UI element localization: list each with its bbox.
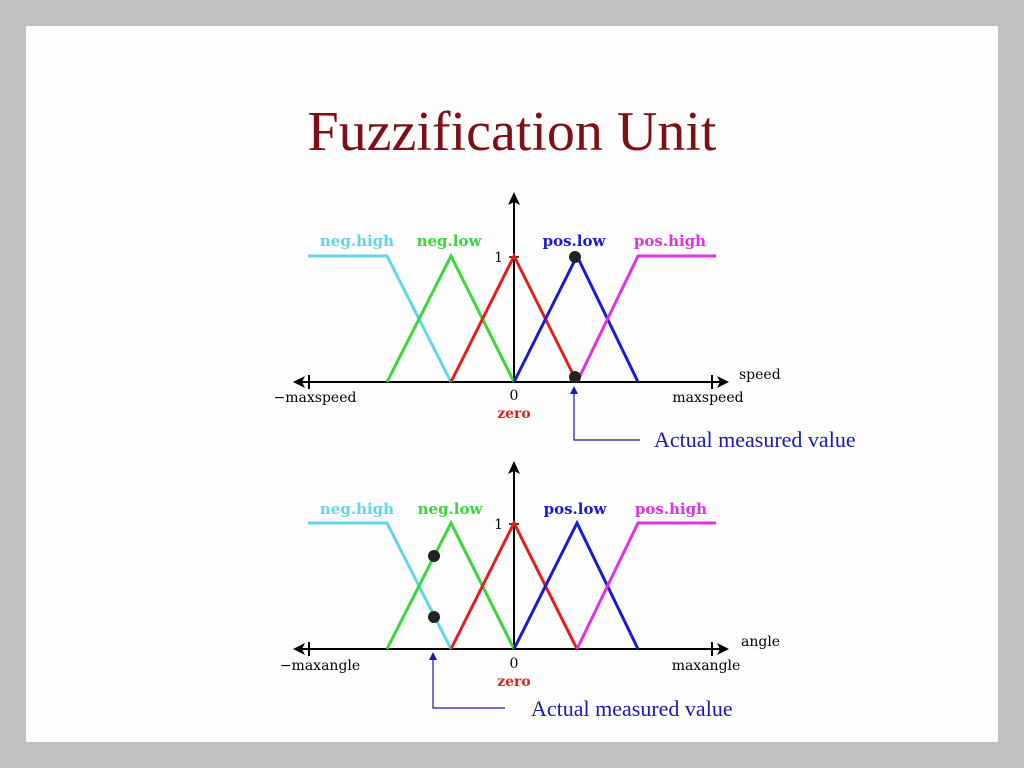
speed-diagram: neg.high neg.low pos.low pos.high 1 0 ze…: [274, 192, 856, 452]
speed-label-one: 1: [494, 250, 503, 266]
angle-neg-low-point: [428, 550, 440, 562]
angle-pointer-line: [432, 660, 505, 709]
speed-label-zero-tick: 0: [510, 388, 519, 404]
speed-pointer-line: [573, 393, 640, 441]
angle-pos-low-curve: [512, 519, 640, 650]
angle-x-axis-left-arrow: [293, 643, 305, 655]
speed-pos-high-curve: [575, 254, 716, 383]
speed-caption: Actual measured value: [654, 427, 856, 452]
angle-label-zero: zero: [497, 674, 531, 690]
angle-label-zero-tick: 0: [510, 656, 519, 672]
speed-label-pos-low: pos.low: [543, 232, 607, 250]
angle-diagram: neg.high neg.low pos.low pos.high 1 0 ze…: [280, 461, 780, 721]
speed-membership-point: [569, 251, 581, 263]
speed-label-min: −maxspeed: [274, 390, 357, 406]
angle-y-axis-arrow: [508, 461, 520, 474]
speed-neg-low-curve: [385, 252, 516, 383]
speed-y-axis-arrow: [508, 192, 520, 205]
angle-caption: Actual measured value: [531, 696, 733, 721]
speed-x-axis-left-arrow: [293, 376, 305, 388]
slide: [26, 26, 998, 742]
angle-neg-high-point: [428, 611, 440, 623]
angle-pointer-arrow: [429, 652, 437, 660]
speed-label-max: maxspeed: [672, 390, 743, 406]
angle-zero-curve: [449, 519, 579, 650]
speed-pos-low-curve: [512, 252, 640, 383]
speed-zero-curve: [449, 252, 579, 383]
angle-axis-label: angle: [741, 634, 780, 650]
angle-neg-low-curve: [385, 519, 516, 650]
angle-x-axis-right-arrow: [717, 643, 729, 655]
speed-label-pos-high: pos.high: [634, 232, 706, 250]
speed-axis-label: speed: [739, 367, 781, 383]
angle-label-one: 1: [494, 517, 503, 533]
speed-x-axis-right-arrow: [717, 376, 729, 388]
speed-pointer-arrow: [570, 386, 578, 394]
angle-label-neg-high: neg.high: [320, 500, 394, 518]
angle-neg-high-curve: [308, 521, 453, 650]
speed-neg-high-curve: [308, 254, 453, 383]
speed-label-neg-low: neg.low: [417, 232, 483, 250]
angle-pos-high-curve: [575, 521, 716, 650]
slide-title: Fuzzification Unit: [307, 101, 717, 163]
angle-label-neg-low: neg.low: [418, 500, 484, 518]
speed-measured-point: [569, 371, 581, 383]
angle-label-pos-high: pos.high: [635, 500, 707, 518]
angle-label-max: maxangle: [672, 658, 741, 674]
speed-label-neg-high: neg.high: [320, 232, 394, 250]
angle-label-min: −maxangle: [280, 658, 360, 674]
speed-label-zero: zero: [497, 406, 531, 422]
angle-label-pos-low: pos.low: [544, 500, 608, 518]
